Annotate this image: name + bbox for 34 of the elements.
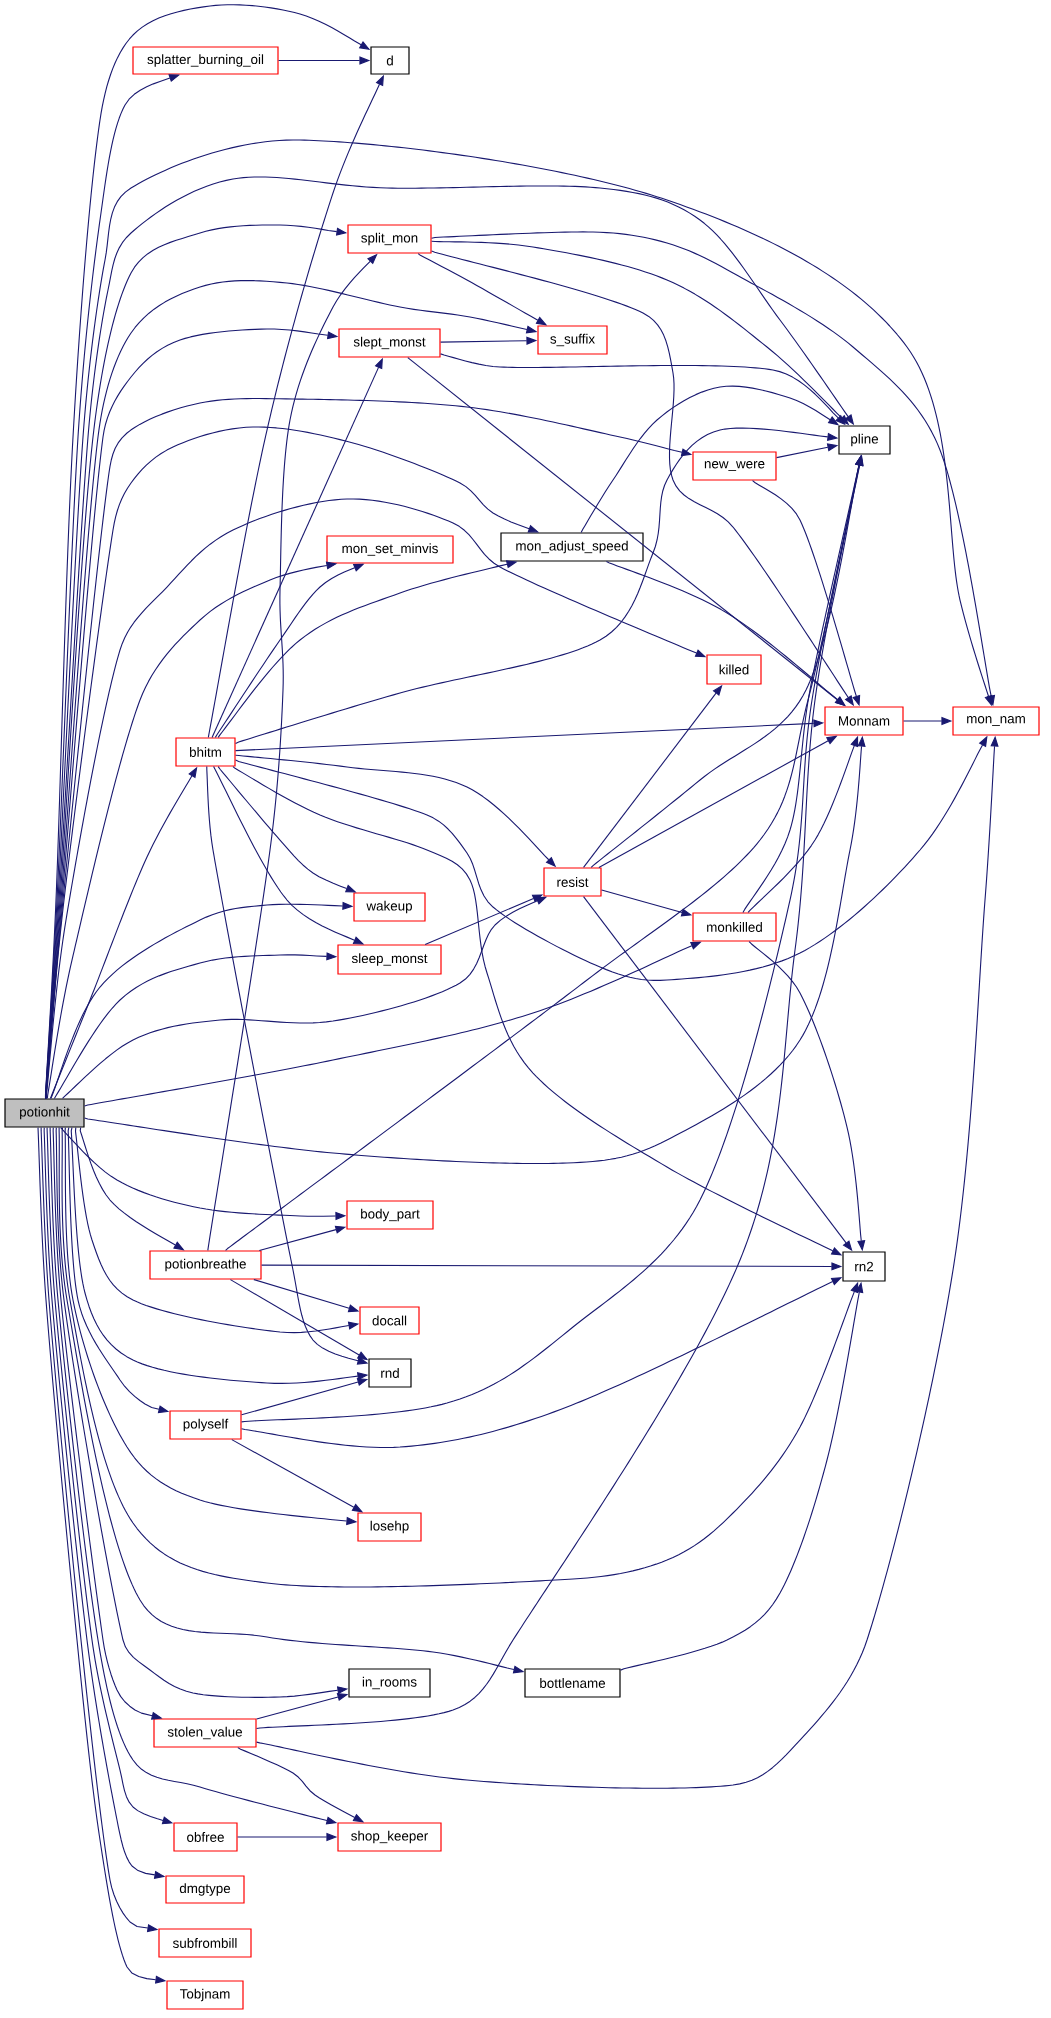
function-box: obfree bbox=[173, 1822, 238, 1852]
function-box: shop_keeper bbox=[337, 1822, 442, 1852]
function-box: subfrombill bbox=[158, 1928, 252, 1958]
function-box: sleep_monst bbox=[337, 944, 442, 975]
function-box: slept_monst bbox=[338, 328, 441, 358]
function-box: pline bbox=[838, 425, 891, 455]
function-box: new_were bbox=[692, 451, 777, 481]
function-box: losehp bbox=[357, 1512, 422, 1542]
arrow bbox=[61, 1127, 859, 1588]
function-box: rn2 bbox=[842, 1251, 886, 1282]
function-box: monkilled bbox=[692, 912, 777, 942]
function-box: Monnam bbox=[824, 706, 904, 736]
function-box: rnd bbox=[368, 1358, 412, 1388]
function-box: stolen_value bbox=[153, 1718, 257, 1748]
function-box: splatter_burning_oil bbox=[132, 46, 279, 75]
function-box: Tobjnam bbox=[166, 1980, 244, 2010]
function-box: resist bbox=[543, 867, 602, 897]
function-box: d bbox=[370, 46, 410, 75]
function-box: in_rooms bbox=[348, 1668, 431, 1698]
function-box: potionhit bbox=[4, 1098, 85, 1128]
function-box: body_part bbox=[346, 1200, 434, 1230]
function-box: dmgtype bbox=[165, 1875, 245, 1904]
function-box: docall bbox=[359, 1306, 420, 1335]
function-box: mon_set_minvis bbox=[326, 535, 454, 564]
function-box: bottlename bbox=[524, 1668, 621, 1698]
function-box: potionbreathe bbox=[149, 1250, 262, 1280]
function-box: split_mon bbox=[347, 224, 432, 254]
function-box: wakeup bbox=[353, 892, 426, 922]
function-box: polyself bbox=[169, 1410, 242, 1440]
function-box: killed bbox=[706, 654, 762, 685]
function-box: s_suffix bbox=[537, 325, 608, 355]
function-box: mon_adjust_speed bbox=[500, 532, 644, 562]
function-box: mon_nam bbox=[952, 706, 1040, 736]
function-box: bhitm bbox=[175, 737, 236, 767]
